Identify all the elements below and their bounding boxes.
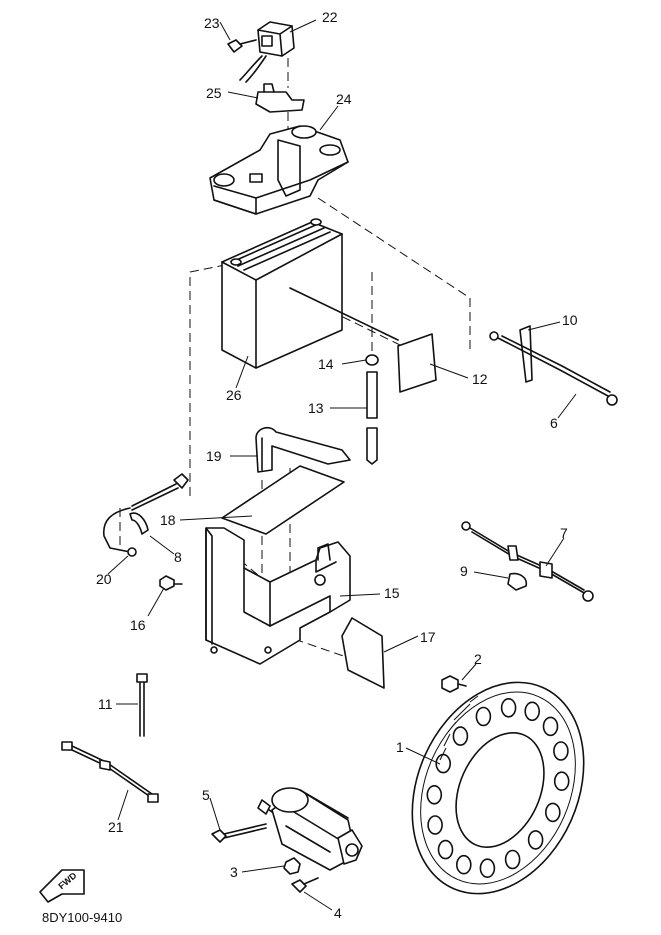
disc-hole — [426, 784, 443, 805]
callout-6: 6 — [550, 415, 558, 431]
callout-1: 1 — [396, 739, 404, 755]
cover-plate-part — [341, 617, 385, 689]
disc-hole — [455, 854, 472, 875]
disc-hole — [542, 716, 559, 737]
callout-19: 19 — [206, 448, 222, 464]
battery-part — [221, 218, 399, 369]
disc-hole — [553, 771, 570, 792]
callout-14: 14 — [318, 356, 334, 372]
callout-5: 5 — [202, 787, 210, 803]
cable-tie-part — [136, 673, 148, 737]
bolt-2-part — [441, 675, 467, 693]
callout-16: 16 — [130, 617, 146, 633]
battery-cover-part — [209, 125, 349, 215]
battery-band-part — [255, 426, 351, 473]
disc-hole — [479, 858, 496, 879]
callout-24: 24 — [336, 91, 352, 107]
callout-25: 25 — [206, 85, 222, 101]
bolt-5-part — [211, 823, 267, 843]
disc-hole — [553, 741, 569, 761]
sub-wire-lead-part — [461, 521, 594, 602]
bolt-23-part — [227, 39, 257, 53]
negative-lead-part — [489, 325, 618, 406]
disc-hole — [475, 706, 492, 727]
nut-3-part — [283, 857, 301, 875]
breather-hose-part — [365, 354, 379, 465]
callout-11: 11 — [98, 696, 113, 712]
callout-21: 21 — [108, 819, 124, 835]
bolt-16-part — [159, 575, 183, 591]
callout-20: 20 — [96, 571, 112, 587]
bolt-4-part — [291, 877, 319, 893]
disc-hole — [437, 839, 454, 860]
callout-26: 26 — [226, 387, 242, 403]
callout-7: 7 — [560, 525, 568, 541]
disc-hole — [504, 849, 521, 870]
starter-motor-part — [257, 787, 363, 871]
disc-hole — [427, 815, 443, 835]
callout-12: 12 — [472, 371, 488, 387]
positive-lead-part — [103, 473, 189, 557]
disc-hole — [500, 697, 517, 718]
callout-23: 23 — [204, 15, 220, 31]
drawing-code: 8DY100-9410 — [42, 910, 122, 925]
starter-relay-part — [239, 21, 295, 83]
callout-13: 13 — [308, 400, 324, 416]
callout-2: 2 — [474, 651, 482, 667]
battery-pad-part — [221, 465, 345, 535]
callout-3: 3 — [230, 864, 238, 880]
callout-10: 10 — [562, 312, 578, 328]
callout-17: 17 — [420, 629, 436, 645]
label-sticker-part — [397, 333, 437, 393]
callout-9: 9 — [460, 563, 468, 579]
disc-hole — [544, 802, 561, 823]
disc-hole — [527, 830, 544, 850]
battery-box-part — [205, 527, 351, 665]
forward-arrow-icon: FWD — [39, 869, 85, 903]
callout-4: 4 — [334, 905, 342, 921]
relay-bracket-part — [255, 83, 305, 113]
brake-disc-part — [411, 681, 585, 895]
callout-22: 22 — [322, 9, 338, 25]
callout-labels: 23 22 25 24 26 14 13 12 10 6 19 18 8 20 … — [96, 9, 578, 921]
disc-hole — [524, 701, 541, 722]
callout-8: 8 — [174, 549, 182, 565]
callout-18: 18 — [160, 512, 176, 528]
wire-harness-21-part — [61, 741, 159, 803]
leader-lines — [107, 19, 577, 911]
disc-hole — [452, 726, 469, 746]
callout-15: 15 — [384, 585, 400, 601]
